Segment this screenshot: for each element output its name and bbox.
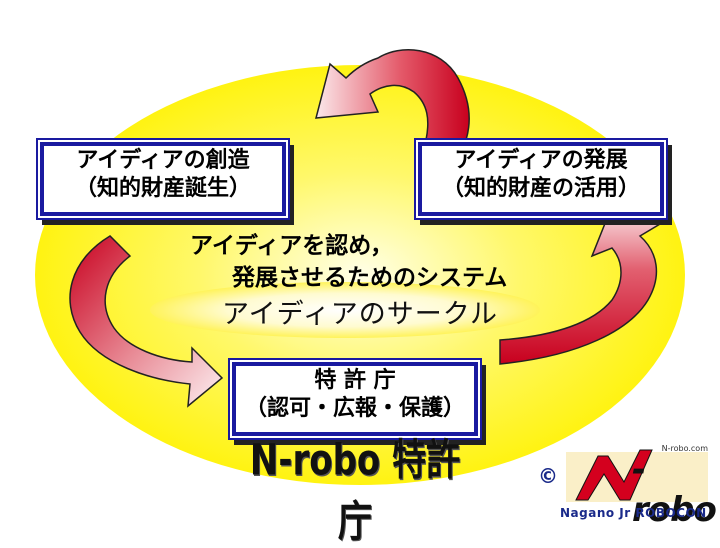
center-text-line1: アイディアを認め， (190, 232, 394, 259)
arrow-top (315, 48, 471, 141)
circle-title: アイディアのサークル (222, 299, 498, 330)
inner-ellipse (150, 282, 540, 338)
office-label: N-robo 特許庁 (249, 435, 461, 547)
logo-url: N-robo.com (661, 444, 708, 453)
nrobo-logo-swoosh (566, 449, 708, 502)
logo-wordmark: -robo (632, 450, 717, 530)
center-text-line2: 発展させるためのシステム (232, 264, 508, 291)
nrobo-logo: N-robo.com © -robo Nagano Jr ROBOCON (536, 442, 717, 532)
box-patent-office-line2: （認可・広報・保護） (244, 395, 465, 421)
arrow-right (499, 205, 662, 365)
box-idea-development-line1: アイディアの発展 (454, 147, 628, 173)
box-idea-creation-line1: アイディアの創造 (76, 147, 250, 173)
box-patent-office-line1: 特 許 庁 (314, 367, 396, 393)
box-idea-development: アイディアの発展 （知的財産の活用） (418, 142, 664, 216)
box-idea-development-line2: （知的財産の活用） (441, 175, 640, 201)
arrow-left (69, 235, 224, 408)
box-idea-creation: アイディアの創造 （知的財産誕生） (40, 142, 286, 216)
copyright-icon: © (538, 464, 558, 488)
box-patent-office: 特 許 庁 （認可・広報・保護） (232, 362, 478, 436)
logo-subtitle: Nagano Jr ROBOCON (560, 506, 707, 520)
box-idea-creation-line2: （知的財産誕生） (74, 175, 251, 201)
